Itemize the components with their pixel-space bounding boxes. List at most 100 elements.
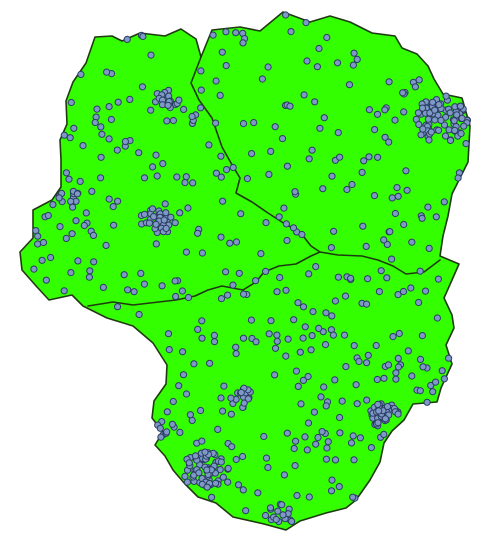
map-point [394, 410, 402, 418]
map-point [152, 220, 160, 228]
map-point [163, 428, 171, 436]
map-point [365, 106, 373, 114]
map-point [70, 124, 78, 132]
map-point [219, 407, 227, 415]
map-point [172, 292, 180, 301]
map-point [237, 210, 245, 218]
map-point [445, 354, 453, 362]
map-point [175, 382, 183, 390]
map-point [400, 220, 408, 229]
map-point [415, 120, 423, 129]
map-point [381, 415, 389, 423]
map-point [386, 228, 394, 236]
map-point [194, 229, 202, 237]
map-point [419, 125, 427, 133]
map-point [85, 273, 94, 281]
map-point [373, 375, 381, 384]
map-point [283, 236, 291, 245]
map-point [68, 230, 76, 238]
map-point [300, 91, 308, 99]
map-point [189, 179, 197, 187]
map-point [446, 109, 454, 117]
map-point [280, 471, 288, 479]
map-point [198, 317, 206, 325]
map-point [434, 275, 442, 283]
map-point [460, 122, 468, 130]
map-point [381, 133, 389, 141]
map-point [232, 350, 240, 358]
map-point [191, 452, 200, 460]
map-point [184, 204, 192, 212]
map-point [152, 240, 160, 248]
map-point [423, 398, 431, 406]
map-point [363, 359, 371, 367]
map-point [315, 324, 323, 332]
map-point [440, 121, 449, 129]
map-point [320, 383, 328, 391]
map-point [290, 444, 298, 453]
map-point [424, 115, 432, 123]
map-point [433, 314, 441, 322]
map-point [160, 216, 168, 224]
map-point [356, 434, 364, 442]
map-point [228, 443, 236, 451]
map-point [292, 437, 300, 445]
map-point [240, 399, 248, 407]
map-point [425, 244, 433, 252]
map-point [56, 223, 64, 231]
map-point [163, 117, 171, 125]
map-point [243, 175, 251, 183]
map-point [385, 78, 393, 86]
map-point [349, 432, 357, 440]
map-point [335, 483, 343, 491]
map-point [102, 241, 110, 249]
map-point [159, 160, 167, 168]
map-point [234, 481, 243, 489]
map-point [90, 258, 98, 266]
map-point [197, 67, 205, 75]
map-point [124, 286, 132, 294]
map-point [165, 346, 173, 354]
map-point [105, 135, 113, 143]
map-point [334, 273, 342, 281]
map-point [258, 75, 266, 83]
map-point [331, 297, 339, 305]
map-point [294, 382, 302, 390]
map-point [336, 413, 344, 422]
map-point [292, 367, 300, 375]
map-point [349, 61, 357, 69]
map-point [271, 371, 279, 379]
map-point [453, 111, 461, 119]
map-point [152, 151, 160, 159]
map-point [60, 131, 68, 139]
map-point [97, 153, 105, 161]
map-point [417, 131, 425, 139]
map-point [240, 290, 248, 298]
map-point [303, 446, 311, 454]
map-point [282, 352, 290, 360]
map-point [303, 57, 311, 65]
map-point [212, 77, 220, 85]
map-point [229, 281, 237, 289]
map-point [407, 284, 415, 292]
map-point [441, 132, 450, 140]
map-point [373, 110, 382, 118]
map-point [194, 325, 202, 333]
map-point [161, 200, 169, 208]
map-point [278, 501, 286, 509]
map-point [272, 515, 280, 524]
map-point [372, 341, 380, 350]
map-point [147, 106, 155, 114]
map-point [273, 337, 281, 345]
map-point [232, 455, 240, 464]
map-point [416, 267, 424, 275]
map-point [294, 299, 302, 307]
map-point [239, 452, 247, 461]
map-point [403, 186, 411, 194]
map-point [197, 406, 205, 415]
map-point [304, 419, 313, 427]
map-point [55, 194, 63, 202]
map-point [208, 493, 216, 501]
map-point [462, 140, 470, 148]
